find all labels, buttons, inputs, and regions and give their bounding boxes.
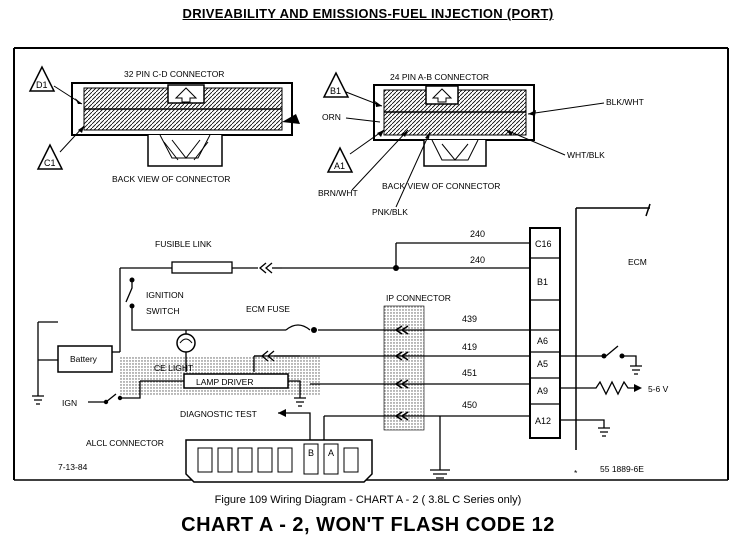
- wire-240-c16: 240: [395, 229, 530, 268]
- ce-light-label: CE LIGHT: [154, 363, 193, 373]
- lamp-driver-label: LAMP DRIVER: [196, 377, 253, 387]
- corner-marker-d1: D1: [28, 65, 83, 105]
- ip-connector-chevrons: [394, 325, 409, 421]
- ign-switch: IGN: [62, 381, 141, 408]
- connector-32-pin: 32 PIN C-D CONNECTOR BACK VIEW OF CONNEC…: [71, 69, 300, 184]
- connector-24-pin: 24 PIN A-B CONNECTOR BACK VIEW OF CONNEC…: [373, 72, 535, 191]
- ignition-switch: IGNITION SWITCH: [125, 277, 286, 331]
- ecm-pin-a9: A9: [537, 386, 548, 396]
- ecm-label: ECM: [628, 257, 647, 267]
- connector-right-title: 24 PIN A-B CONNECTOR: [390, 72, 489, 82]
- wire-number-439: 439: [462, 314, 477, 324]
- connector-left-title: 32 PIN C-D CONNECTOR: [124, 69, 224, 79]
- chart-title: CHART A - 2, WON'T FLASH CODE 12: [181, 514, 555, 536]
- voltage-label: 5-6 V: [648, 384, 669, 394]
- ecm-pin-a6: A6: [537, 336, 548, 346]
- wire-label-orn: ORN: [322, 112, 341, 122]
- ecm-pin-c16: C16: [535, 239, 552, 249]
- a12-ground: [560, 419, 610, 437]
- ignition-label-1: IGNITION: [146, 290, 184, 300]
- a9-resistor: 5-6 V: [560, 380, 669, 396]
- alcl-pin-b: B: [308, 448, 314, 458]
- ign-label: IGN: [62, 398, 77, 408]
- wire-439-a6: 439: [318, 314, 530, 331]
- alcl-connector-label: ALCL CONNECTOR: [86, 438, 164, 448]
- alcl-connector: ALCL CONNECTOR B A 7-13-84: [58, 438, 373, 483]
- wire-label-brn-wht: BRN/WHT: [318, 188, 358, 198]
- ecm-boundary: [575, 207, 650, 450]
- page-header: DRIVEABILITY AND EMISSIONS-FUEL INJECTIO…: [182, 6, 554, 21]
- ecm-pin-block: C16 B1 A6 A5 A9 A12: [529, 227, 561, 439]
- corner-label-b1: B1: [330, 86, 341, 96]
- ecm-pin-a12: A12: [535, 416, 551, 426]
- battery: Battery: [32, 321, 120, 405]
- figure-caption: Figure 109 Wiring Diagram - CHART A - 2 …: [214, 494, 522, 506]
- corner-marker-a1: A1: [326, 129, 385, 173]
- fusible-link-label: FUSIBLE LINK: [155, 239, 212, 249]
- star-mark: *: [574, 468, 578, 478]
- wire-callouts: ORN BLK/WHT WHT/BLK BRN/WHT PNK/BLK: [318, 97, 644, 217]
- wire-240-b1: 240: [282, 255, 530, 271]
- wire-number-451: 451: [462, 368, 477, 378]
- outer-frame: [13, 47, 729, 481]
- wire-number-450: 450: [462, 400, 477, 410]
- lamp-driver: LAMP DRIVER: [140, 373, 306, 407]
- corner-label-d1: D1: [36, 80, 48, 90]
- corner-label-c1: C1: [44, 158, 56, 168]
- ip-connector-region: [383, 305, 425, 431]
- wire-number-419: 419: [462, 342, 477, 352]
- wire-number-240b: 240: [470, 255, 485, 265]
- wire-label-pnk-blk: PNK/BLK: [372, 207, 408, 217]
- ip-connector-label: IP CONNECTOR: [386, 293, 451, 303]
- alcl-pin-a: A: [328, 448, 334, 458]
- corner-marker-c1: C1: [36, 125, 85, 170]
- corner-marker-b1: B1: [322, 71, 383, 107]
- wire-label-blk-wht: BLK/WHT: [606, 97, 644, 107]
- alcl-date: 7-13-84: [58, 462, 88, 472]
- connector-left-back-view: BACK VIEW OF CONNECTOR: [112, 174, 230, 184]
- part-number: 55 1889-6E: [600, 464, 644, 474]
- diagnostic-test: DIAGNOSTIC TEST: [180, 409, 325, 440]
- wire-label-wht-blk: WHT/BLK: [567, 150, 605, 160]
- battery-label: Battery: [70, 354, 98, 364]
- wire-450-a12: 450: [324, 400, 530, 479]
- fusible-link: FUSIBLE LINK: [119, 239, 282, 352]
- ecm-pin-b1: B1: [537, 277, 548, 287]
- wire-number-240a: 240: [470, 229, 485, 239]
- diagnostic-test-label: DIAGNOSTIC TEST: [180, 409, 257, 419]
- a5-switch: [560, 345, 642, 375]
- connector-right-back-view: BACK VIEW OF CONNECTOR: [382, 181, 500, 191]
- corner-label-a1: A1: [334, 161, 345, 171]
- ce-light: CE LIGHT: [154, 330, 196, 373]
- wire-451-a9: 451: [310, 368, 530, 385]
- ignition-label-2: SWITCH: [146, 306, 180, 316]
- ecm-pin-a5: A5: [537, 359, 548, 369]
- ecm-fuse-label: ECM FUSE: [246, 304, 290, 314]
- wire-419-source: [253, 350, 300, 372]
- ecm-fuse: ECM FUSE: [246, 304, 317, 333]
